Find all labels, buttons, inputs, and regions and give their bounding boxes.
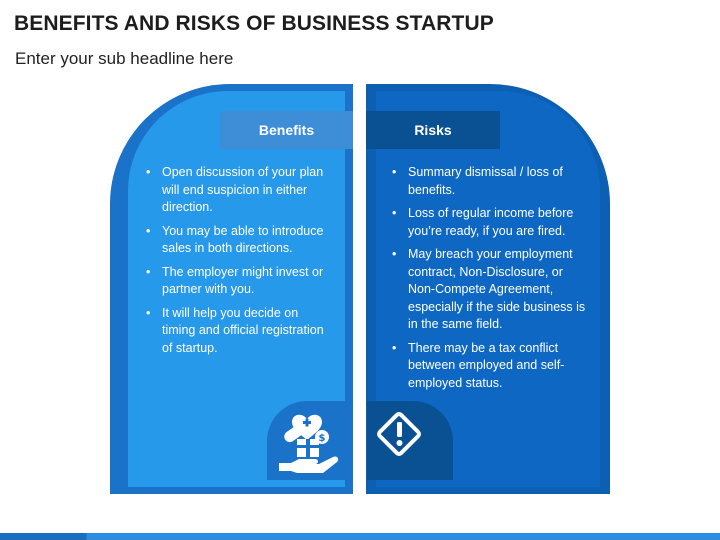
slide-subtitle: Enter your sub headline here bbox=[15, 49, 234, 68]
benefits-icon-tab: $ bbox=[267, 401, 353, 480]
footer-bar bbox=[0, 533, 720, 540]
benefits-point: It will help you decide on timing and of… bbox=[143, 305, 333, 358]
risks-icon-tab bbox=[367, 401, 453, 480]
risks-point: Loss of regular income before you’re rea… bbox=[389, 205, 589, 240]
risks-header: Risks bbox=[366, 111, 500, 149]
gift-heart-hand-icon: $ bbox=[279, 414, 339, 473]
warning-diamond-icon bbox=[377, 412, 421, 456]
benefits-point: Open discussion of your plan will end su… bbox=[143, 164, 333, 217]
risks-point: Summary dismissal / loss of benefits. bbox=[389, 164, 589, 199]
risks-point: May breach your employment contract, Non… bbox=[389, 246, 589, 334]
benefits-point: You may be able to introduce sales in bo… bbox=[143, 223, 333, 258]
benefits-header: Benefits bbox=[220, 111, 353, 149]
benefits-list: Open discussion of your plan will end su… bbox=[143, 164, 333, 363]
risks-list: Summary dismissal / loss of benefits. Lo… bbox=[389, 164, 589, 398]
svg-text:$: $ bbox=[319, 433, 326, 444]
risks-point: There may be a tax conflict between empl… bbox=[389, 340, 589, 393]
slide-title: BENEFITS AND RISKS OF BUSINESS STARTUP bbox=[14, 12, 494, 35]
benefits-point: The employer might invest or partner wit… bbox=[143, 264, 333, 299]
